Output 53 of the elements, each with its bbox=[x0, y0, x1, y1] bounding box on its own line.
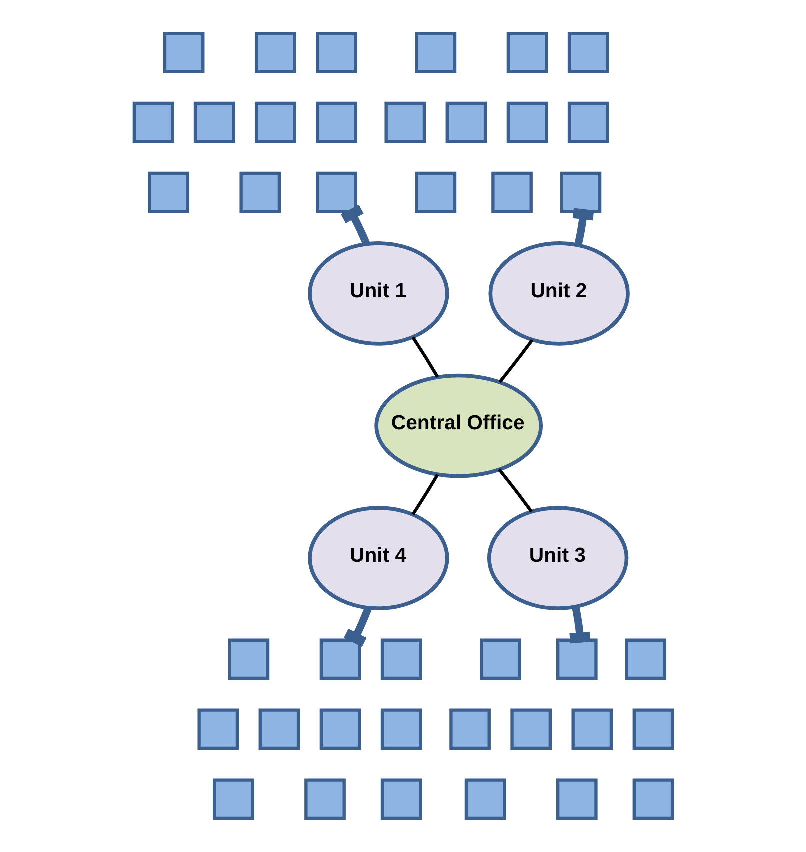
node-box bbox=[380, 708, 422, 750]
node-box bbox=[445, 102, 487, 144]
node-box bbox=[380, 638, 422, 680]
node-box bbox=[556, 778, 598, 820]
node-box bbox=[319, 708, 361, 750]
node-box bbox=[560, 172, 602, 214]
node-box bbox=[162, 32, 204, 74]
node-box bbox=[304, 778, 346, 820]
node-ellipse: Unit 4 bbox=[308, 506, 449, 610]
node-box bbox=[491, 172, 532, 214]
node-ellipse: Central Office bbox=[374, 374, 543, 478]
node-box bbox=[316, 32, 357, 74]
node-box bbox=[254, 32, 296, 74]
node-box bbox=[197, 708, 239, 750]
node-box bbox=[258, 708, 300, 750]
node-box bbox=[506, 102, 548, 144]
node-box bbox=[316, 102, 357, 144]
node-box bbox=[212, 778, 254, 820]
node-ellipse: Unit 3 bbox=[486, 506, 628, 610]
node-box bbox=[319, 638, 361, 680]
node-box bbox=[464, 778, 506, 820]
connector bbox=[498, 339, 534, 384]
node-box bbox=[624, 638, 666, 680]
connector bbox=[411, 336, 439, 378]
node-box bbox=[132, 102, 174, 144]
node-box bbox=[449, 708, 490, 750]
node-box bbox=[556, 638, 598, 680]
node-box bbox=[228, 638, 270, 680]
node-box bbox=[414, 172, 456, 214]
node-box bbox=[567, 32, 609, 74]
connector bbox=[569, 606, 590, 644]
node-box bbox=[380, 778, 422, 820]
node-box bbox=[414, 32, 456, 74]
connector bbox=[340, 204, 370, 246]
node-box bbox=[571, 708, 613, 750]
node-box bbox=[316, 172, 357, 214]
node-box bbox=[148, 172, 189, 214]
node-box bbox=[480, 638, 521, 680]
node-box bbox=[239, 172, 281, 214]
node-box bbox=[254, 102, 296, 144]
node-ellipse: Unit 2 bbox=[488, 242, 630, 346]
node-box bbox=[193, 102, 235, 144]
node-box bbox=[632, 708, 674, 750]
node-box bbox=[384, 102, 426, 144]
connector bbox=[344, 606, 372, 648]
node-box bbox=[567, 102, 609, 144]
connector bbox=[411, 474, 439, 516]
node-box bbox=[632, 778, 674, 820]
node-ellipse: Unit 1 bbox=[308, 242, 449, 346]
node-box bbox=[506, 32, 548, 74]
connector bbox=[498, 468, 532, 513]
connector bbox=[572, 208, 594, 246]
node-box bbox=[510, 708, 552, 750]
